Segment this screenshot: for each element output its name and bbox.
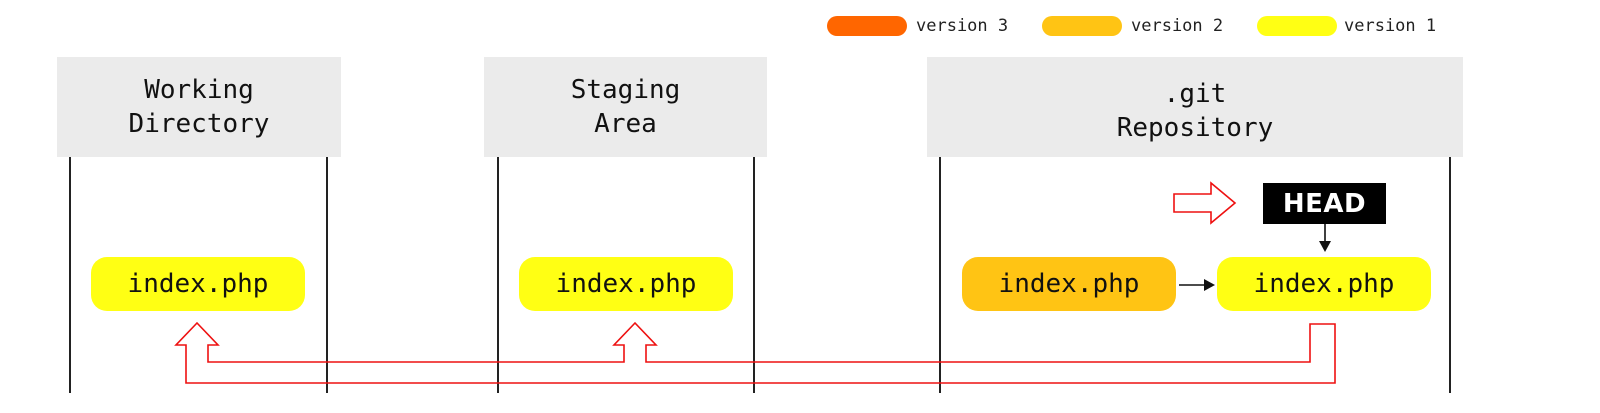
git-repository-header: .git Repository xyxy=(927,57,1463,157)
working-right-border xyxy=(326,157,328,393)
working-file-name: index.php xyxy=(127,269,269,299)
legend-label-version-1: version 1 xyxy=(1344,16,1437,36)
working-directory-header: Working Directory xyxy=(57,57,341,157)
staging-area-header: Staging Area xyxy=(484,57,767,157)
staging-file-pill[interactable]: index.php xyxy=(519,257,733,311)
legend-swatch-version-2 xyxy=(1042,16,1122,36)
working-file-pill[interactable]: index.php xyxy=(91,257,305,311)
git-repository-title: .git Repository xyxy=(1116,79,1274,143)
checkout-arrow xyxy=(174,321,1336,384)
head-pointer-box: HEAD xyxy=(1263,183,1386,224)
legend-swatch-version-3 xyxy=(827,16,907,36)
staging-right-border xyxy=(753,157,755,393)
staging-area-title: Staging Area xyxy=(570,75,681,139)
repo-right-border xyxy=(1449,157,1451,393)
repo-old-commit-pill[interactable]: index.php xyxy=(962,257,1176,311)
move-head-arrow xyxy=(1173,181,1237,225)
commit-parent-arrowhead xyxy=(1204,279,1215,291)
working-directory-title: Working Directory xyxy=(128,75,270,139)
staging-file-name: index.php xyxy=(555,269,697,299)
head-pointer-arrowhead xyxy=(1319,241,1331,252)
legend-swatch-version-1 xyxy=(1257,16,1337,36)
repo-left-border xyxy=(939,157,941,393)
head-label: HEAD xyxy=(1282,188,1367,219)
repo-old-commit-file-name: index.php xyxy=(998,269,1140,299)
working-left-border xyxy=(69,157,71,393)
legend-label-version-2: version 2 xyxy=(1131,16,1224,36)
legend-label-version-3: version 3 xyxy=(916,16,1009,36)
repo-head-commit-file-name: index.php xyxy=(1253,269,1395,299)
staging-left-border xyxy=(497,157,499,393)
repo-head-commit-pill[interactable]: index.php xyxy=(1217,257,1431,311)
